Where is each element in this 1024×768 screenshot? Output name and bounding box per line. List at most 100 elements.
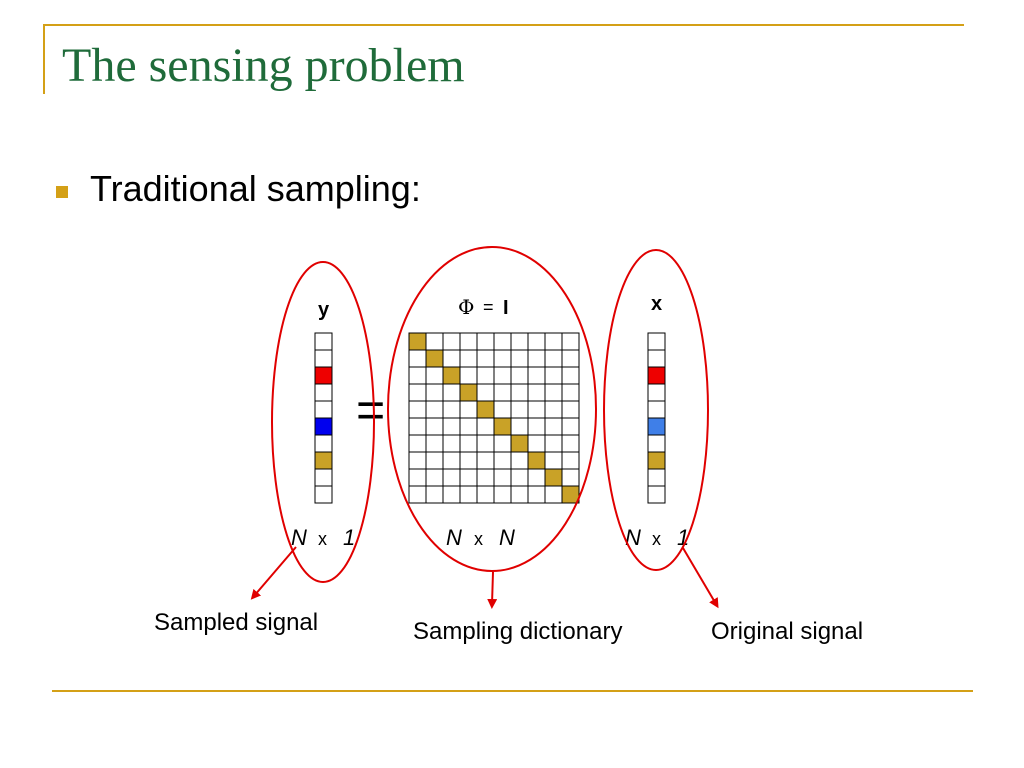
phi-cell [442, 332, 461, 351]
square-bullet-icon [56, 186, 68, 198]
phi-diagonal-cell [527, 451, 546, 470]
frame-left-rule [43, 24, 45, 94]
phi-cell [544, 485, 563, 504]
phi-cell [459, 400, 478, 419]
phi-cell [527, 485, 546, 504]
phi-cell [476, 383, 495, 402]
phi-cell [459, 349, 478, 368]
x-label: x [651, 293, 662, 315]
phi-cell [442, 451, 461, 470]
phi-cell [493, 383, 512, 402]
phi-cell [442, 400, 461, 419]
original-signal-arrow [682, 547, 719, 609]
x-vector-cell [647, 366, 666, 385]
phi-cell [544, 400, 563, 419]
phi-cell [408, 400, 427, 419]
phi-cell [408, 383, 427, 402]
phi-symbol: Φ [458, 295, 474, 319]
x-dim-m: 1 [677, 525, 689, 550]
x-vector-cell [647, 400, 666, 419]
y-vector-cell [314, 485, 333, 504]
phi-cell [493, 468, 512, 487]
phi-diagonal-cell [561, 485, 580, 504]
phi-cell [408, 434, 427, 453]
x-vector-cell [647, 451, 666, 470]
phi-cell [527, 417, 546, 436]
phi-cell [510, 349, 529, 368]
phi-identity: I [503, 297, 509, 319]
phi-dims: N x N [446, 525, 515, 550]
phi-cell [459, 434, 478, 453]
x-vector-cell [647, 349, 666, 368]
phi-cell [408, 366, 427, 385]
y-dims: N x 1 [291, 525, 355, 550]
sampled-signal-arrow [250, 546, 297, 600]
bullet-text: Traditional sampling: [90, 168, 421, 209]
original-signal-caption: Original signal [711, 618, 863, 645]
phi-cell [510, 417, 529, 436]
phi-diagonal-cell [510, 434, 529, 453]
phi-cell [544, 366, 563, 385]
y-vector-cell [314, 434, 333, 453]
x-vector [647, 332, 666, 504]
phi-cell [425, 366, 444, 385]
phi-diagonal-cell [442, 366, 461, 385]
bullet-item: Traditional sampling: [56, 168, 421, 210]
phi-cell [544, 332, 563, 351]
phi-cell [510, 468, 529, 487]
frame-bottom-rule [52, 690, 973, 692]
phi-matrix [408, 332, 580, 504]
y-vector [314, 332, 333, 504]
phi-cell [442, 349, 461, 368]
phi-cell [544, 349, 563, 368]
phi-cell [476, 434, 495, 453]
phi-cell [561, 400, 580, 419]
phi-cell [493, 332, 512, 351]
phi-cell [510, 451, 529, 470]
y-vector-cell [314, 366, 333, 385]
phi-diagonal-cell [425, 349, 444, 368]
phi-cell [544, 383, 563, 402]
phi-cell [425, 332, 444, 351]
phi-cell [493, 485, 512, 504]
phi-diagonal-cell [459, 383, 478, 402]
x-vector-cell [647, 332, 666, 351]
phi-cell [408, 485, 427, 504]
phi-cell [425, 485, 444, 504]
phi-cell [510, 366, 529, 385]
y-vector-cell [314, 332, 333, 351]
phi-cell [544, 417, 563, 436]
phi-cell [459, 417, 478, 436]
phi-dim-times: x [474, 529, 483, 549]
phi-diagonal-cell [493, 417, 512, 436]
phi-cell [408, 451, 427, 470]
phi-cell [493, 400, 512, 419]
x-vector-cell [647, 485, 666, 504]
phi-cell [561, 451, 580, 470]
phi-cell [408, 468, 427, 487]
phi-cell [476, 332, 495, 351]
phi-cell [459, 451, 478, 470]
phi-cell [544, 434, 563, 453]
phi-cell [476, 349, 495, 368]
y-vector-cell [314, 417, 333, 436]
phi-highlight-ellipse [387, 246, 597, 572]
phi-cell [459, 485, 478, 504]
phi-cell [476, 485, 495, 504]
x-vector-cell [647, 417, 666, 436]
x-dim-n: N [625, 525, 641, 550]
x-highlight-ellipse [603, 249, 709, 571]
y-vector-cell [314, 400, 333, 419]
phi-cell [476, 468, 495, 487]
y-dim-times: x [318, 529, 327, 549]
x-dim-times: x [652, 529, 661, 549]
phi-cell [493, 349, 512, 368]
equals-sign: = [356, 382, 385, 438]
phi-cell [561, 366, 580, 385]
phi-cell [476, 366, 495, 385]
y-vector-cell [314, 383, 333, 402]
y-dim-m: 1 [343, 525, 355, 550]
phi-cell [527, 332, 546, 351]
phi-cell [527, 349, 546, 368]
